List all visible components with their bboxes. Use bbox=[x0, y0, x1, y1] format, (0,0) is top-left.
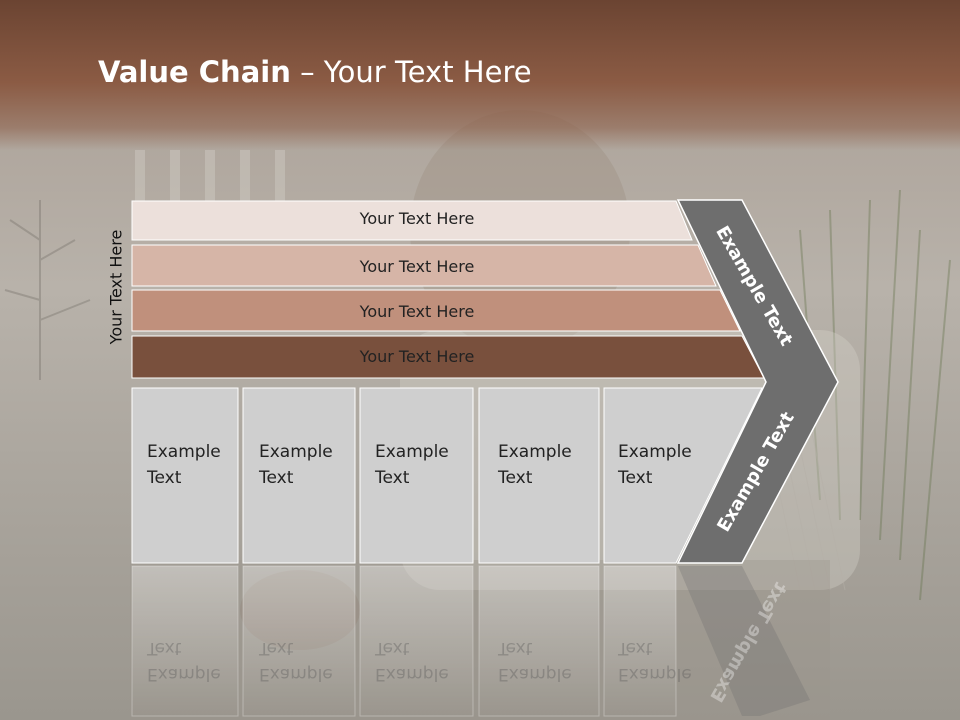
box-3 bbox=[359, 387, 474, 564]
box-label-2: Example Text bbox=[259, 442, 333, 488]
box-label-4: Example Text bbox=[498, 442, 572, 488]
row-label-4: Your Text Here bbox=[359, 347, 475, 366]
box-5 bbox=[603, 387, 763, 564]
slide-title: Value Chain – Your Text Here bbox=[98, 55, 532, 89]
row-label-2: Your Text Here bbox=[359, 257, 475, 276]
row-bar-2 bbox=[131, 244, 717, 287]
box-reflection-5: Example Text bbox=[618, 638, 692, 684]
row-label-3: Your Text Here bbox=[359, 302, 475, 321]
box-reflection-2: Example Text bbox=[259, 638, 333, 684]
box-reflection-4: Example Text bbox=[498, 638, 572, 684]
chevron-arrow bbox=[676, 199, 839, 564]
row-bar-1 bbox=[131, 200, 693, 241]
chevron-reflection bbox=[678, 566, 810, 716]
header-band bbox=[0, 0, 960, 150]
box-label-3: Example Text bbox=[375, 442, 449, 488]
row-label-1: Your Text Here bbox=[359, 209, 475, 228]
box-4 bbox=[478, 387, 600, 564]
box-label-5: Example Text bbox=[618, 442, 692, 488]
title-rest: – Your Text Here bbox=[290, 55, 532, 89]
box-reflection-3: Example Text bbox=[375, 638, 449, 684]
box-2 bbox=[242, 387, 356, 564]
box-label-1: Example Text bbox=[147, 442, 221, 488]
box-reflection-1: Example Text bbox=[147, 638, 221, 684]
box-1 bbox=[131, 387, 239, 564]
title-bold: Value Chain bbox=[98, 55, 291, 89]
row-bar-3 bbox=[131, 289, 741, 332]
